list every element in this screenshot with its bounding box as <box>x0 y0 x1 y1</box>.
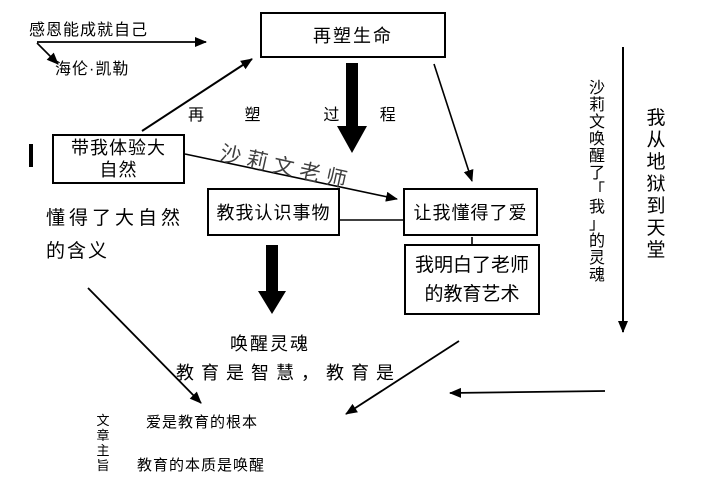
label-author: 海伦·凯勒 <box>55 61 130 78</box>
label-theme-vertical: 文 章 主 旨 <box>96 413 110 473</box>
label-education-wisdom: 教育是智慧，教育是 <box>176 363 401 383</box>
label-process: 再 塑 过 程 <box>188 107 414 124</box>
label-heaven-vertical: 我 从 地 狱 到 天 堂 <box>646 108 666 261</box>
arrow-right-to-left <box>449 387 606 398</box>
thick-down-arrow-middle <box>258 245 286 314</box>
node-teaching-art: 我明白了老师 的教育艺术 <box>404 244 540 315</box>
node-understand-love-label: 让我懂得了爱 <box>413 203 528 223</box>
node-teaching-art-label: 我明白了老师 的教育艺术 <box>414 254 529 305</box>
arrow-title-to-love <box>433 63 474 182</box>
arrow-meaning-to-loveroot <box>87 287 202 404</box>
label-teacher-sullivan: 沙莉文老师 <box>217 141 355 194</box>
node-rebuild-life: 再塑生命 <box>260 12 446 58</box>
label-awaken-soul: 唤醒灵魂 <box>230 334 310 354</box>
node-recognize-things: 教我认识事物 <box>207 188 340 236</box>
label-love-root: 爱是教育的根本 <box>146 414 259 431</box>
label-education-essence: 教育的本质是唤醒 <box>137 457 266 474</box>
node-experience-nature-label: 带我体验大 自然 <box>71 138 166 180</box>
label-soul-vertical: 沙 莉 文 唤 醒 了 「 我 」 的 灵 魂 <box>588 80 605 284</box>
node-rebuild-life-label: 再塑生命 <box>313 26 393 46</box>
node-recognize-things-label: 教我认识事物 <box>216 203 331 223</box>
node-understand-love: 让我懂得了爱 <box>403 188 538 236</box>
label-nature-meaning-line2: 的含义 <box>46 241 110 262</box>
label-gratitude: 感恩能成就自己 <box>29 22 149 39</box>
label-nature-meaning-line1: 懂得了大自然 <box>46 208 185 229</box>
node-experience-nature: 带我体验大 自然 <box>52 134 185 184</box>
left-tick-mark <box>29 144 33 167</box>
